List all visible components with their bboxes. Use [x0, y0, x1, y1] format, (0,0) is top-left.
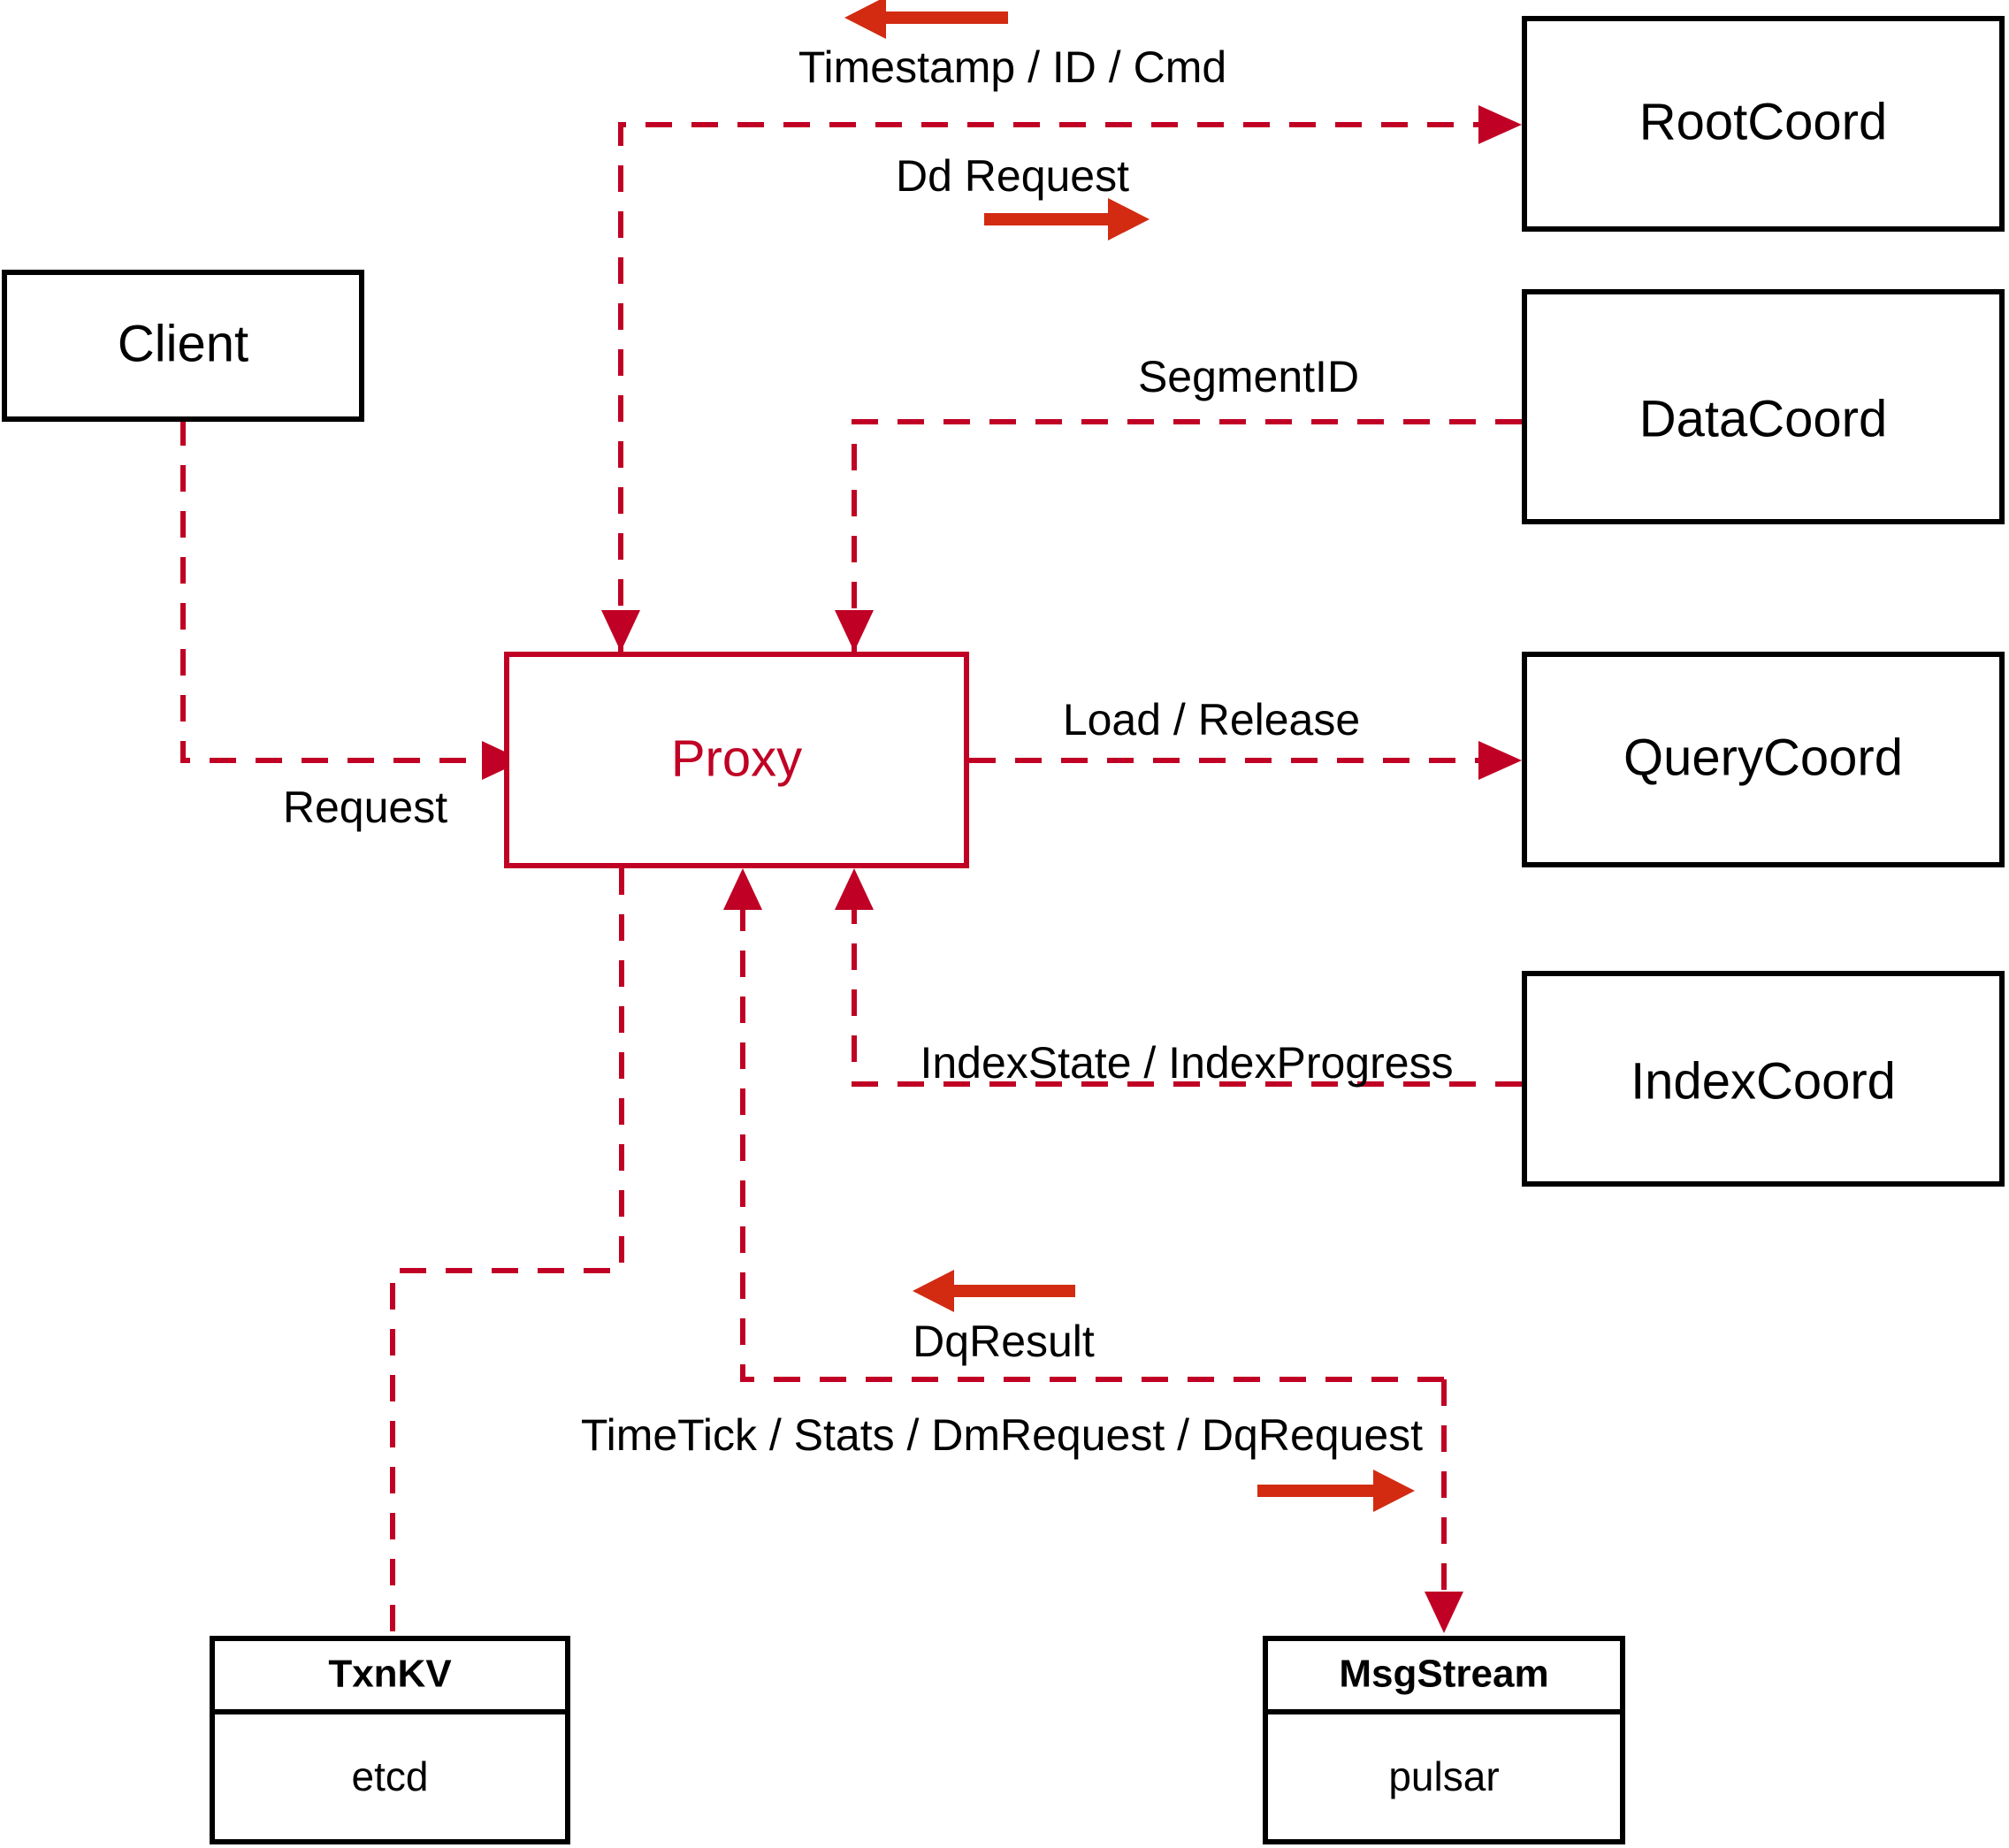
node-proxy-label: Proxy [671, 729, 802, 787]
node-rootcoord-label: RootCoord [1639, 93, 1887, 150]
node-proxy[interactable]: Proxy [504, 652, 969, 868]
arrowhead-into-proxy-bottom-middle [723, 868, 762, 910]
node-client-label: Client [118, 315, 248, 372]
direction-arrow-dqresult [913, 1270, 1075, 1312]
direction-arrow-ddrequest-head [1108, 198, 1150, 241]
edge-datacoord-proxy [835, 419, 1522, 652]
direction-arrow-timetick [1257, 1470, 1415, 1512]
edge-label-segmentid: SegmentID [1138, 352, 1359, 401]
node-datacoord-label: DataCoord [1639, 390, 1887, 447]
node-client-box[interactable] [2, 270, 364, 422]
edge-client-proxy [180, 419, 523, 780]
edge-proxy-txnkv [390, 868, 624, 1636]
direction-arrow-timestamp-head [844, 0, 886, 39]
node-proxy-box[interactable] [504, 652, 969, 868]
node-txnkv-label: TxnKV [328, 1653, 452, 1696]
node-msgstream-label: MsgStream [1339, 1653, 1548, 1696]
node-txnkv-sublabel: etcd [352, 1753, 429, 1799]
edge-datacoord-proxy-path [852, 419, 1522, 652]
node-indexcoord[interactable]: IndexCoord [1522, 971, 2005, 1187]
node-datacoord[interactable]: DataCoord [1522, 289, 2005, 524]
edge-client-proxy-path [180, 419, 482, 763]
node-msgstream[interactable]: MsgStream pulsar [1263, 1636, 1625, 1844]
node-msgstream-sublabel: pulsar [1388, 1753, 1499, 1799]
edge-label-ddrequest: Dd Request [896, 151, 1129, 201]
arrowhead-into-proxy-bottom-right [835, 868, 874, 910]
node-indexcoord-label: IndexCoord [1631, 1052, 1896, 1110]
edge-proxy-querycoord [969, 741, 1522, 780]
arrowhead-into-proxy-left [482, 741, 523, 780]
node-querycoord[interactable]: QueryCoord [1522, 652, 2005, 867]
node-indexcoord-box[interactable] [1522, 971, 2005, 1187]
arrowhead-into-proxy-top-left [601, 610, 640, 652]
node-rootcoord-box[interactable] [1522, 16, 2005, 232]
node-msgstream-box[interactable] [1263, 1636, 1625, 1844]
node-querycoord-label: QueryCoord [1623, 729, 1903, 786]
edge-label-loadrelease: Load / Release [1063, 695, 1360, 745]
node-txnkv-box[interactable] [210, 1636, 570, 1844]
edge-label-request: Request [283, 783, 447, 832]
edge-proxy-txnkv-path [390, 868, 624, 1636]
edge-msgstream-proxy-path [740, 910, 1444, 1382]
direction-arrow-ddrequest [984, 198, 1150, 241]
edge-label-timetick: TimeTick / Stats / DmRequest / DqRequest [581, 1410, 1423, 1460]
arrowhead-into-proxy-top-right [835, 610, 874, 652]
edge-indexcoord-proxy-path [852, 910, 1522, 1087]
edge-msgstream-proxy [723, 868, 1444, 1382]
edge-proxy-msgstream [1425, 1379, 1463, 1633]
edge-proxy-rootcoord-path [618, 122, 1478, 652]
direction-arrow-timestamp [844, 0, 1008, 39]
direction-arrow-dqresult-head [913, 1270, 954, 1312]
edge-proxy-rootcoord [601, 105, 1522, 652]
node-client[interactable]: Client [2, 270, 364, 422]
edge-label-indexstate: IndexState / IndexProgress [920, 1038, 1453, 1088]
node-txnkv[interactable]: TxnKV etcd [210, 1636, 570, 1844]
edge-label-dqresult: DqResult [913, 1317, 1095, 1366]
node-datacoord-box[interactable] [1522, 289, 2005, 524]
edge-indexcoord-proxy [835, 868, 1522, 1087]
direction-arrow-timetick-head [1373, 1470, 1415, 1512]
arrowhead-into-rootcoord [1478, 105, 1522, 144]
arrowhead-into-querycoord [1478, 741, 1522, 780]
node-rootcoord[interactable]: RootCoord [1522, 16, 2005, 232]
edge-label-timestamp: Timestamp / ID / Cmd [798, 42, 1226, 92]
arrowhead-into-msgstream [1425, 1592, 1463, 1633]
node-querycoord-box[interactable] [1522, 652, 2005, 867]
